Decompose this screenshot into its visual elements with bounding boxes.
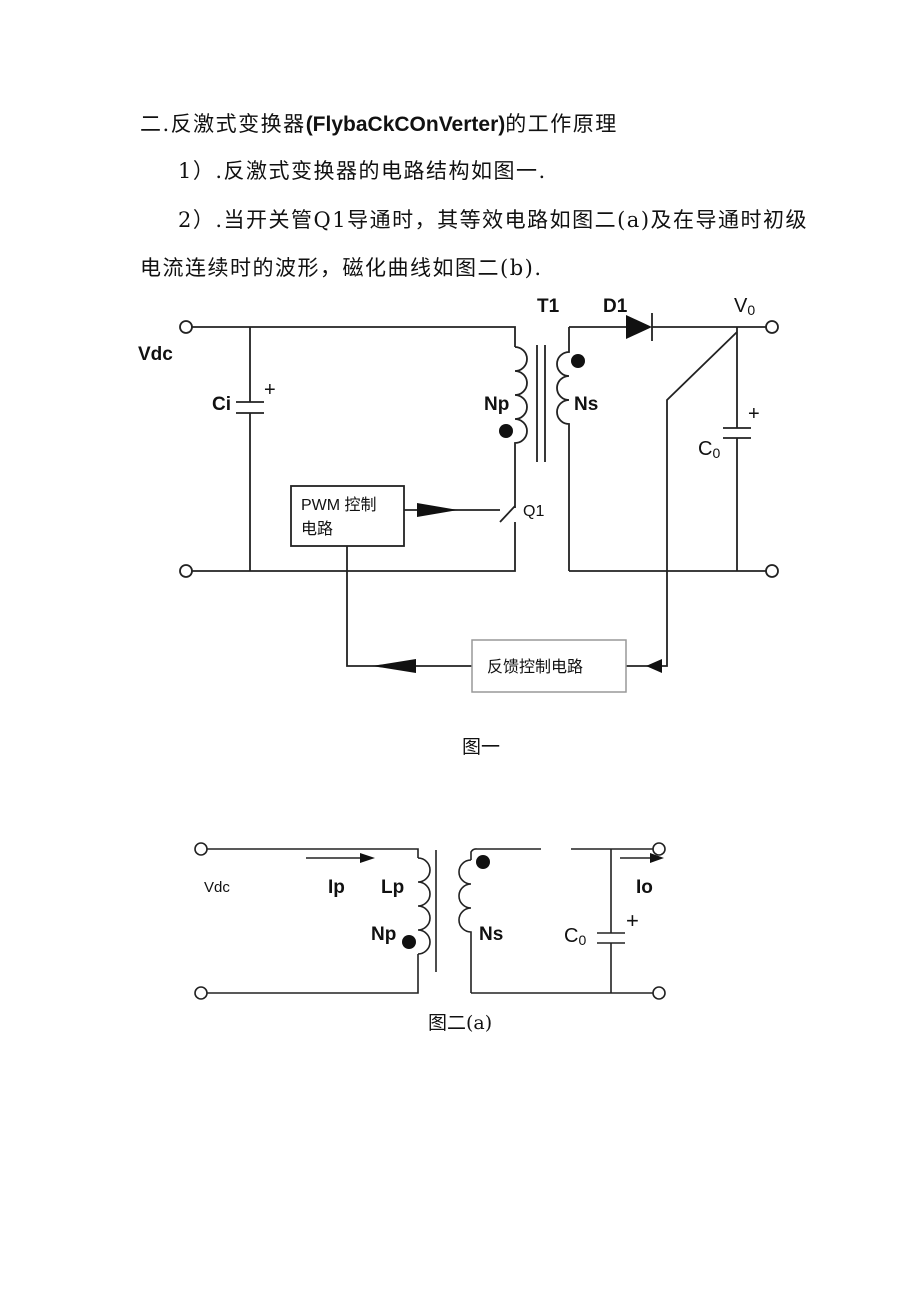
feedback-return-line [346, 546, 472, 667]
fig2-label-io: Io [636, 877, 653, 898]
label-ns: Ns [574, 394, 598, 415]
fig2-label-plus: + [626, 908, 639, 933]
primary-polarity-dot [499, 424, 513, 438]
figure-1-caption: 图一 [462, 736, 501, 758]
label-vdc: Vdc [138, 344, 173, 365]
feedback-control-box [471, 639, 627, 693]
fig2-bottom-rail [207, 954, 419, 994]
input-top-rail [192, 326, 516, 347]
label-co: C0 [698, 438, 720, 461]
heading-suffix: 的工作原理 [505, 112, 618, 136]
label-t1: T1 [537, 296, 560, 317]
fig2-io-arrow-icon [650, 853, 664, 863]
ci-capacitor [236, 327, 264, 571]
section-heading: 二.反激式变换器(FlybaCkCOnVerter)的工作原理 [140, 108, 618, 138]
feedback-out-arrow-icon [372, 659, 416, 673]
label-ci: Ci [212, 394, 231, 415]
q1-switch-blade [499, 505, 516, 523]
item-2: 2）.当开关管Q1导通时，其等效电路如图二(a)及在导通时初级 [178, 208, 809, 232]
label-vo: V0 [734, 295, 755, 318]
fig2-label-np: Np [371, 924, 396, 945]
fig2-ip-arrow-icon [360, 853, 375, 863]
input-bottom-rail [192, 530, 516, 572]
co-capacitor [723, 327, 751, 571]
fig2-co-capacitor [597, 849, 625, 993]
transformer-core [536, 345, 546, 462]
fig2-secondary-top [470, 848, 541, 860]
fig2-output-terminal-top [652, 842, 666, 856]
secondary-polarity-dot [571, 354, 585, 368]
fig2-secondary-polarity-dot [476, 855, 490, 869]
label-d1: D1 [603, 296, 628, 317]
item-2-continued: 电流连续时的波形，磁化曲线如图二(b). [140, 256, 543, 280]
fig2-primary-polarity-dot [402, 935, 416, 949]
heading-prefix: 二.反激式变换器 [140, 112, 306, 136]
fig2-label-vdc: Vdc [204, 879, 230, 896]
fig2-output-terminal-bottom [652, 986, 666, 1000]
fig2-label-ns: Ns [479, 924, 503, 945]
heading-english: (FlybaCkCOnVerter) [305, 113, 506, 136]
label-co-plus: + [748, 403, 760, 425]
output-terminal-top [765, 320, 779, 334]
fig2-input-terminal-top [194, 842, 208, 856]
fig2-label-lp: Lp [381, 877, 404, 898]
fig2-secondary-coil [458, 859, 472, 993]
d1-diode-icon [626, 315, 652, 339]
primary-coil [514, 346, 528, 508]
label-np: Np [484, 394, 509, 415]
item-1: 1）.反激式变换器的电路结构如图一. [178, 159, 547, 183]
label-q1: Q1 [523, 503, 544, 520]
fig2-primary-coil [417, 857, 431, 955]
secondary-coil [556, 327, 570, 571]
label-pwm-line2: 电路 [301, 520, 333, 538]
label-pwm-line1: PWM 控制 [301, 496, 377, 514]
label-ci-plus: + [264, 379, 276, 401]
output-terminal-bottom [765, 564, 779, 578]
fig2-input-terminal-bottom [194, 986, 208, 1000]
fig2-label-co: C0 [564, 925, 586, 948]
figure-2a-caption: 图二(a) [428, 1012, 493, 1034]
fig2-top-rail [207, 848, 419, 858]
label-feedback: 反馈控制电路 [487, 658, 583, 676]
pwm-arrow-icon [417, 503, 458, 517]
feedback-in-arrow-icon [646, 659, 662, 673]
fig2-label-ip: Ip [328, 877, 345, 898]
